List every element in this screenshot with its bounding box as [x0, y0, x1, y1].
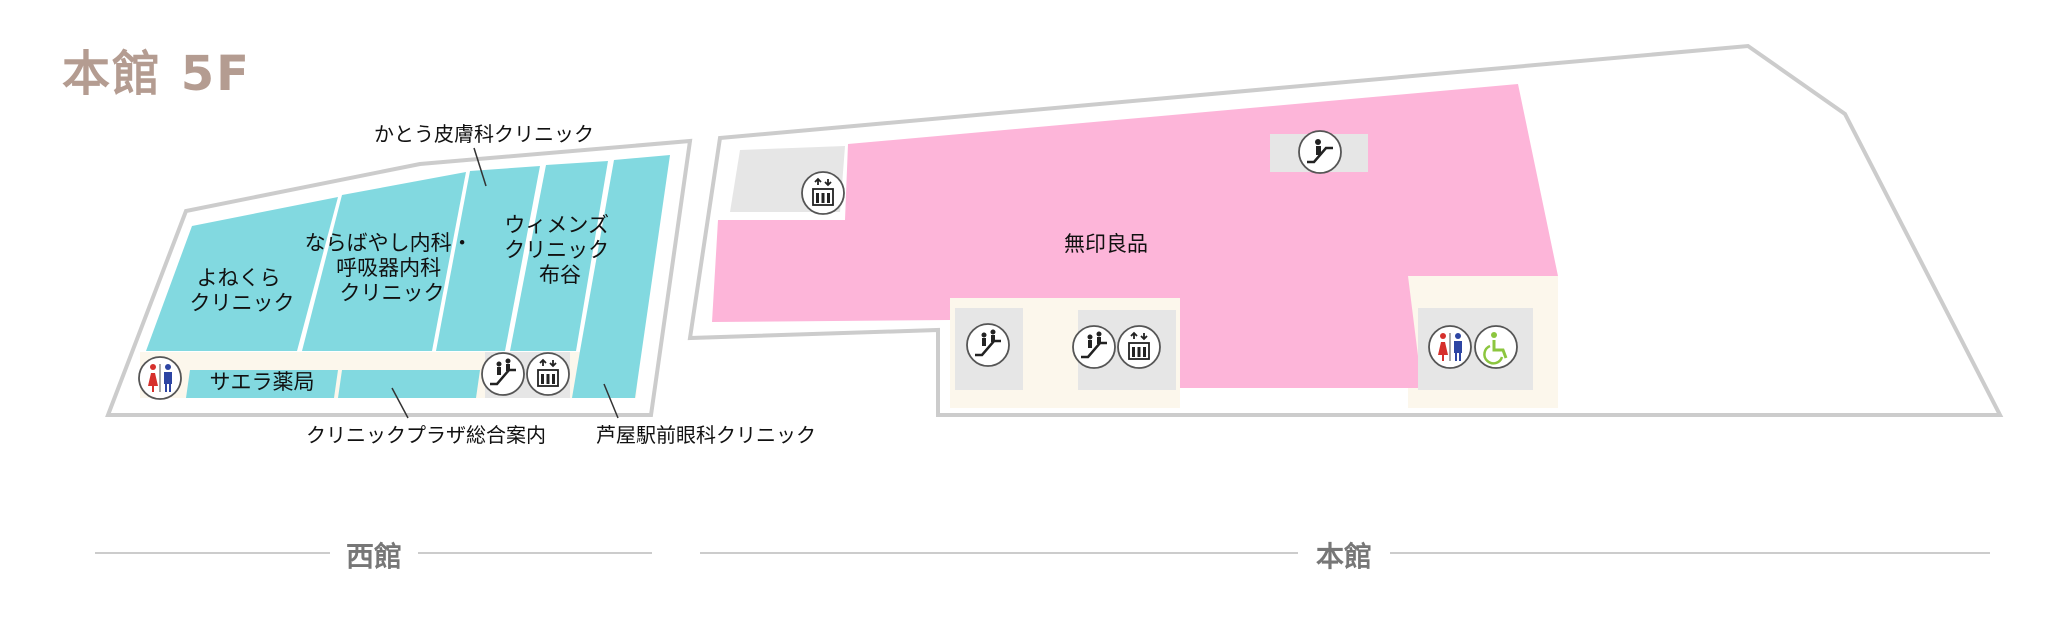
muji-label: 無印良品	[1064, 232, 1148, 256]
narabayashi-label-line3: クリニック	[340, 281, 445, 305]
west-building-label: 西館	[346, 540, 402, 573]
shop-womens[interactable]	[510, 161, 608, 351]
yonekura-label-line1: よねくら	[197, 266, 281, 290]
escalator-icon[interactable]	[481, 352, 525, 396]
womens-label-line1: ウィメンズ	[504, 213, 609, 237]
restroom-icon[interactable]	[1428, 325, 1472, 369]
kato-callout-label: かとう皮膚科クリニック	[374, 122, 594, 146]
plaza-callout-line	[391, 387, 409, 419]
shop-narabayashi[interactable]	[302, 172, 466, 351]
elevator-icon[interactable]	[801, 171, 845, 215]
saera-label: サエラ薬局	[210, 370, 315, 394]
escalator-icon[interactable]	[1072, 325, 1116, 369]
ashiya-callout-line	[603, 383, 619, 419]
shop-ashiya[interactable]	[572, 155, 670, 398]
west-building	[105, 138, 693, 417]
restroom-icon[interactable]	[138, 356, 182, 400]
yonekura-label: よねくら クリニック	[190, 266, 295, 315]
shop-kato[interactable]	[436, 166, 540, 351]
elevator-icon[interactable]	[1117, 325, 1161, 369]
yonekura-label-line2: クリニック	[190, 291, 295, 315]
shop-yonekura[interactable]	[146, 197, 338, 351]
womens-label-line2: クリニック	[504, 238, 609, 262]
narabayashi-label-line2: 呼吸器内科	[336, 256, 441, 280]
narabayashi-label: ならばやし内科・ 呼吸器内科 クリニック	[305, 231, 480, 305]
shop-plaza[interactable]	[338, 370, 480, 398]
elevator-icon[interactable]	[526, 352, 570, 396]
accessible-toilet-icon[interactable]	[1474, 325, 1518, 369]
escalator-icon[interactable]	[966, 323, 1010, 367]
main-building-label: 本館	[1316, 540, 1372, 573]
floor-title: 本館 5F	[62, 46, 251, 102]
ashiya-callout-label: 芦屋駅前眼科クリニック	[596, 423, 816, 447]
plaza-callout-label: クリニックプラザ総合案内	[306, 423, 546, 447]
narabayashi-label-line1: ならばやし内科・	[305, 231, 473, 255]
kato-callout-line	[473, 147, 487, 187]
womens-label: ウィメンズ クリニック 布谷	[504, 213, 616, 287]
womens-label-line3: 布谷	[539, 263, 581, 287]
shop-saera[interactable]	[186, 370, 338, 398]
escalator-icon[interactable]	[1298, 130, 1342, 174]
main-building	[687, 43, 2004, 417]
